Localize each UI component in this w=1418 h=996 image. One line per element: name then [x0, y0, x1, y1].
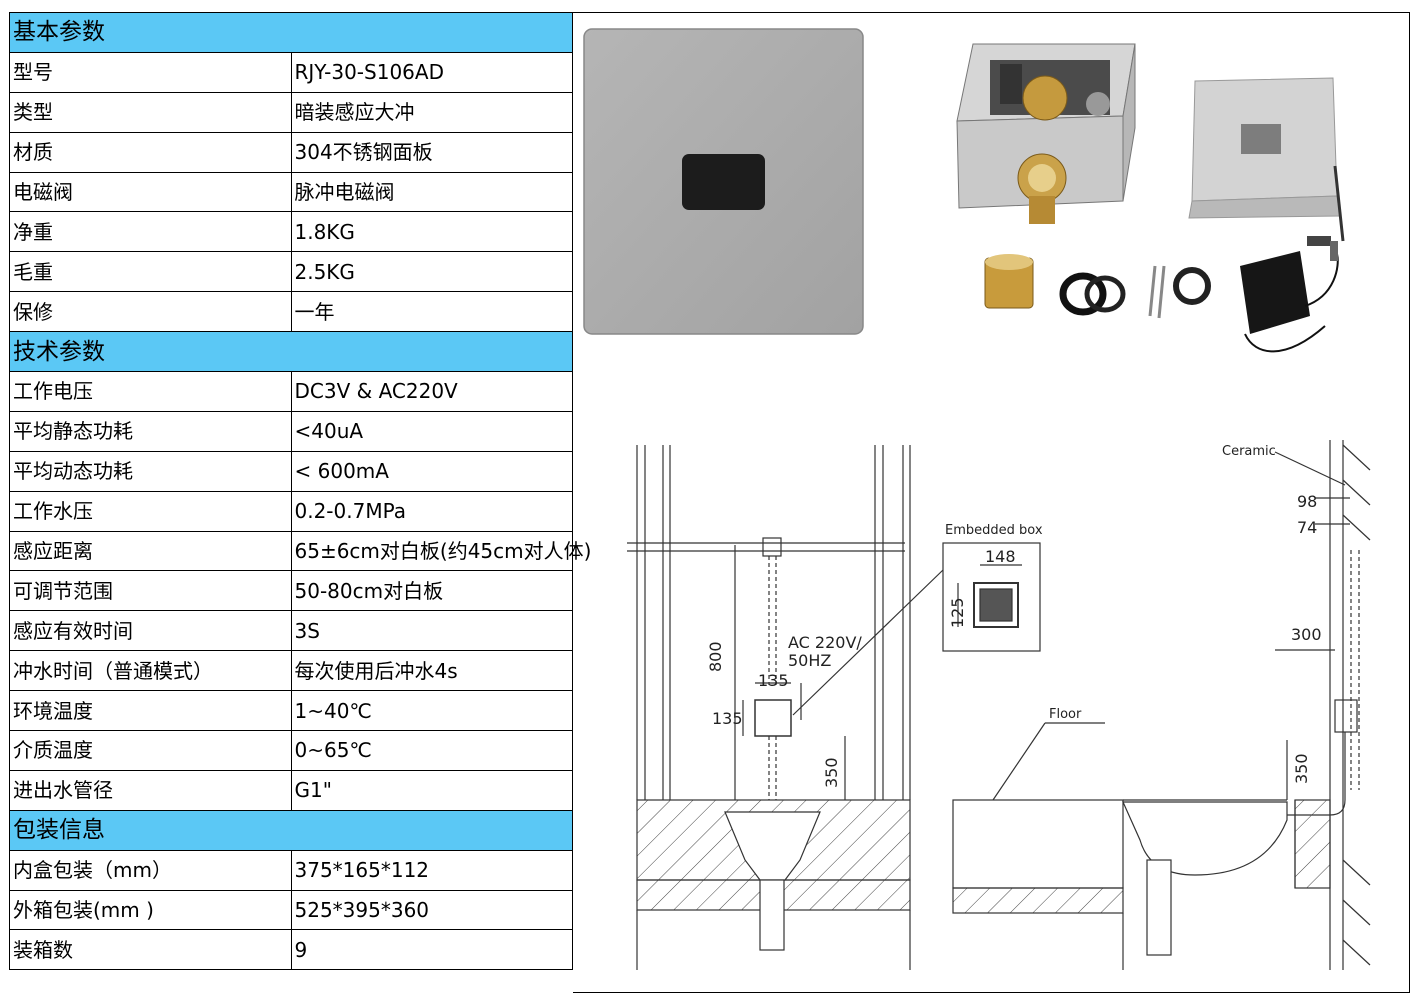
product-components-photo: [956, 43, 1345, 353]
power-label-2: 50HZ: [788, 651, 831, 670]
spec-label: 材质: [9, 131, 292, 173]
embedded-box-label: Embedded box: [945, 523, 1043, 538]
section-header-row: 基本参数: [9, 12, 573, 53]
section-title: 技术参数: [9, 331, 573, 373]
dim-74: 74: [1297, 518, 1317, 537]
spec-value: G1": [290, 769, 573, 811]
spec-label: 保修: [9, 291, 292, 333]
spec-value: 304不锈钢面板: [290, 131, 573, 173]
spec-label: 介质温度: [9, 730, 292, 771]
spec-value: 0.2-0.7MPa: [290, 490, 573, 532]
spec-row: 内盒包装（mm）375*165*112: [9, 849, 573, 891]
power-label-1: AC 220V/: [788, 633, 862, 652]
spec-row: 外箱包装(mm )525*395*360: [9, 889, 573, 931]
spec-value: RJY-30-S106AD: [290, 51, 573, 93]
spec-label: 内盒包装（mm）: [9, 849, 292, 891]
spec-row: 平均静态功耗<40uA: [9, 410, 573, 452]
spec-label: 感应距离: [9, 530, 292, 572]
height-800-dim: 800: [706, 641, 725, 672]
box-width-dim: 148: [985, 547, 1016, 566]
ceramic-label: Ceramic: [1222, 444, 1276, 459]
spec-value: 9: [290, 929, 573, 971]
spec-value: 2.5KG: [290, 251, 573, 293]
spec-value: 1~40℃: [290, 690, 573, 732]
spec-value: 每次使用后冲水4s: [290, 650, 573, 692]
spec-value: 0~65℃: [290, 730, 573, 771]
spec-label: 净重: [9, 211, 292, 253]
product-panel-photo: [583, 28, 864, 335]
installation-drawing: Embedded box 148 125 AC 220V/ 50HZ 800 1…: [627, 440, 1371, 970]
spec-value: 脉冲电磁阀: [290, 171, 573, 213]
spec-value: 375*165*112: [290, 849, 573, 891]
spec-label: 装箱数: [9, 929, 292, 971]
spec-label: 工作水压: [9, 490, 292, 532]
spec-row: 类型暗装感应大冲: [9, 91, 573, 133]
spec-label: 平均静态功耗: [9, 410, 292, 452]
section-header-row: 包装信息: [9, 809, 573, 851]
spec-value: 一年: [290, 291, 573, 333]
dim-300: 300: [1291, 625, 1322, 644]
spec-value: < 600mA: [290, 450, 573, 492]
height-350-right-dim: 350: [1292, 753, 1311, 784]
dim-98: 98: [1297, 492, 1317, 511]
section-title: 基本参数: [9, 12, 573, 53]
embedded-box-photo: [956, 43, 1136, 224]
spec-value: 1.8KG: [290, 211, 573, 253]
spec-label: 环境温度: [9, 690, 292, 732]
spec-value: DC3V & AC220V: [290, 371, 573, 412]
box-height-dim: 125: [948, 597, 967, 628]
sensor-window: [682, 154, 765, 210]
spec-value: <40uA: [290, 410, 573, 452]
height-350-left-dim: 350: [822, 757, 841, 788]
valve-135-top-dim: 135: [758, 671, 789, 690]
section-header-row: 技术参数: [9, 331, 573, 373]
spec-label: 冲水时间（普通模式）: [9, 650, 292, 692]
spec-label: 毛重: [9, 251, 292, 293]
spec-label: 平均动态功耗: [9, 450, 292, 492]
spec-label: 外箱包装(mm ): [9, 889, 292, 931]
spec-value: 65±6cm对白板(约45cm对人体): [290, 530, 591, 572]
floor-label: Floor: [1049, 707, 1082, 722]
spec-row: 电磁阀脉冲电磁阀: [9, 171, 573, 213]
spec-label: 感应有效时间: [9, 610, 292, 652]
spec-value: 525*395*360: [290, 889, 573, 931]
section-title: 包装信息: [9, 809, 573, 851]
spec-value: 暗装感应大冲: [290, 91, 573, 133]
spec-label: 型号: [9, 51, 292, 93]
valve-135-side-dim: 135: [712, 709, 743, 728]
spec-label: 可调节范围: [9, 570, 292, 612]
spec-row: 保修一年: [9, 291, 573, 333]
spec-value: 50-80cm对白板: [290, 570, 573, 612]
spec-value: 3S: [290, 610, 573, 652]
small-parts-photo: [984, 254, 1211, 319]
spec-label: 工作电压: [9, 371, 292, 412]
spec-row: 冲水时间（普通模式）每次使用后冲水4s: [9, 650, 573, 692]
spec-label: 类型: [9, 91, 292, 133]
spec-label: 进出水管径: [9, 769, 292, 811]
image-panel-border: [573, 12, 1410, 993]
spec-label: 电磁阀: [9, 171, 292, 213]
stainless-plate-photo: [1188, 77, 1345, 246]
spec-row: 平均动态功耗 < 600mA: [9, 450, 573, 492]
power-adapter-photo: [1240, 241, 1339, 353]
